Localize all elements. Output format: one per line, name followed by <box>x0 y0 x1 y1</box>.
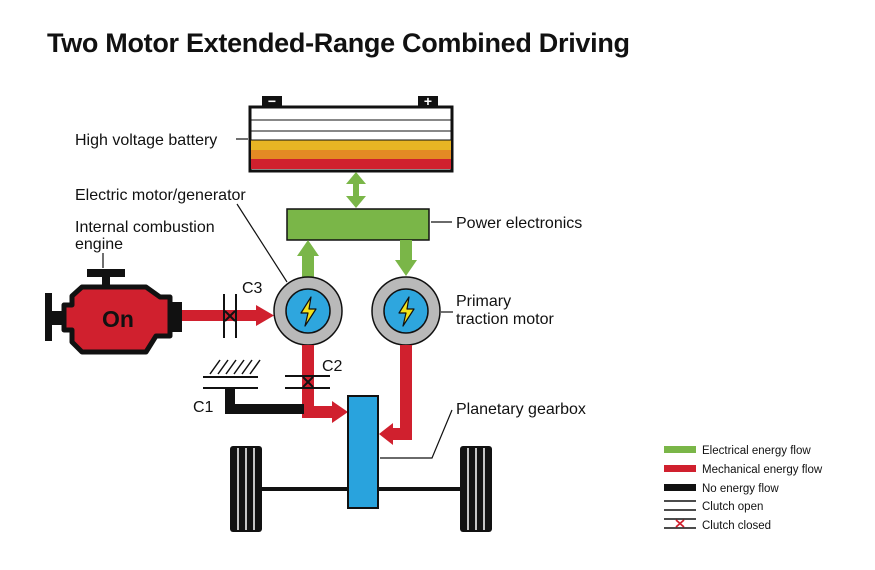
lightning-bolt-icon <box>398 296 415 327</box>
power-electronics-label: Power electronics <box>456 215 582 232</box>
legend-item-electrical: Electrical energy flow <box>702 445 811 457</box>
legend-item-no-flow: No energy flow <box>702 483 779 495</box>
clutch-c1-label: C1 <box>193 399 214 416</box>
motor-generator <box>273 276 343 346</box>
ice-label-line2: engine <box>75 236 123 253</box>
clutch-c1 <box>203 359 304 414</box>
legend: Electrical energy flow Mechanical energy… <box>664 445 823 532</box>
generator-to-pe-flow <box>297 240 319 280</box>
legend-item-mechanical: Mechanical energy flow <box>702 464 823 476</box>
battery-label: High voltage battery <box>75 132 217 149</box>
power-electronics-box <box>286 208 430 241</box>
battery-minus-terminal: − <box>268 93 276 109</box>
pe-to-traction-flow <box>395 240 417 276</box>
traction-motor-label-line2: traction motor <box>456 311 554 328</box>
traction-to-gearbox-mech-flow <box>379 345 412 445</box>
clutch-c2 <box>285 375 330 389</box>
motor-generator-label: Electric motor/generator <box>75 187 246 204</box>
engine-to-generator-mech-flow <box>182 305 274 326</box>
legend-swatch-electrical <box>664 446 696 453</box>
legend-swatch-no-flow <box>664 484 696 491</box>
page-title: Two Motor Extended-Range Combined Drivin… <box>47 28 630 58</box>
engine-state-label: On <box>102 306 134 332</box>
planetary-gearbox <box>347 395 379 509</box>
traction-motor-label-line1: Primary <box>456 293 511 310</box>
legend-swatch-mechanical <box>664 465 696 472</box>
generator-to-gearbox-mech-flow <box>302 345 348 423</box>
clutch-c2-label: C2 <box>322 358 343 375</box>
clutch-c3-label: C3 <box>242 280 263 297</box>
legend-swatch-clutch-closed <box>664 518 696 529</box>
high-voltage-battery: − + <box>248 93 454 173</box>
engine-block-icon <box>45 269 182 355</box>
battery-plus-terminal: + <box>424 93 432 109</box>
lightning-bolt-icon <box>300 296 317 327</box>
clutch-c3 <box>223 294 237 338</box>
battery-pe-electric-flow <box>346 172 366 208</box>
ice-label-line1: Internal combustion <box>75 219 215 236</box>
planetary-gearbox-label: Planetary gearbox <box>456 401 586 418</box>
drive-axle <box>230 446 492 532</box>
primary-traction-motor <box>371 276 441 346</box>
legend-item-clutch-open: Clutch open <box>702 501 763 513</box>
legend-swatch-clutch-open <box>664 500 696 511</box>
legend-item-clutch-closed: Clutch closed <box>702 520 771 532</box>
